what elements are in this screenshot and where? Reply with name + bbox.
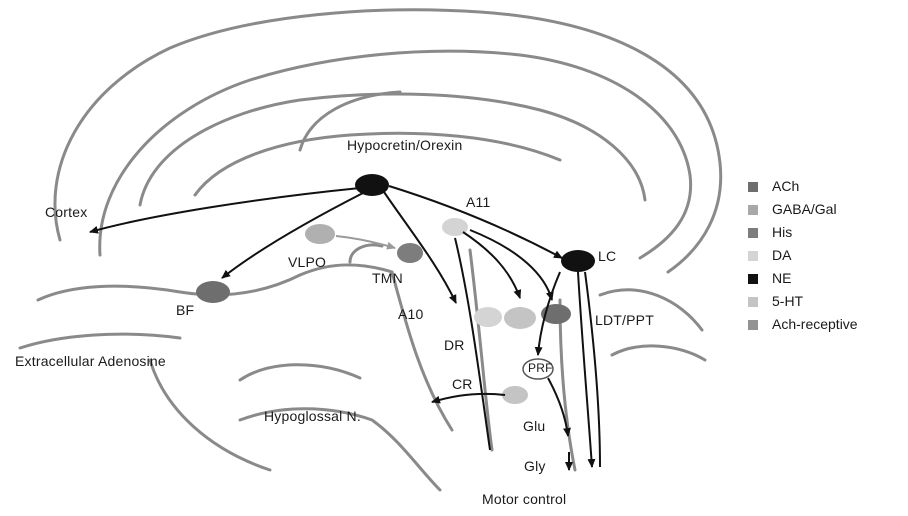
label-hypoglossal: Hypoglossal N.	[264, 408, 361, 424]
legend-swatch-ne	[748, 274, 758, 284]
tmn-nucleus	[397, 243, 423, 263]
label-dr: DR	[444, 337, 465, 353]
a10-nucleus	[474, 307, 502, 327]
label-cr: CR	[452, 376, 473, 392]
label-gly: Gly	[524, 458, 546, 474]
vlpo-nucleus	[305, 224, 335, 244]
label-hypocretin: Hypocretin/Orexin	[347, 137, 462, 153]
label-motor-control: Motor control	[482, 491, 566, 507]
arrow-to-cr	[432, 394, 505, 402]
dr-nucleus	[504, 307, 536, 329]
label-cortex: Cortex	[45, 204, 87, 220]
legend-swatch-5ht	[748, 297, 758, 307]
legend-swatch-his	[748, 228, 758, 238]
label-lc: LC	[598, 248, 616, 264]
label-glu: Glu	[523, 418, 545, 434]
arrow-lc-down-1	[578, 272, 592, 467]
lc-nucleus	[561, 250, 595, 272]
legend-swatch-ach	[748, 182, 758, 192]
legend-swatch-da	[748, 251, 758, 261]
label-bf: BF	[176, 302, 194, 318]
label-a10: A10	[398, 306, 424, 322]
legend-label: DA	[772, 247, 791, 263]
legend-swatch-gaba-gal	[748, 205, 758, 215]
legend-label: NE	[772, 270, 791, 286]
label-a11: A11	[466, 194, 490, 210]
label-tmn: TMN	[372, 270, 403, 286]
arrow-lc-down-2	[585, 272, 600, 467]
label-prf: PRF	[528, 361, 553, 375]
label-vlpo: VLPO	[288, 254, 326, 270]
legend-label: Ach-receptive	[772, 316, 858, 332]
label-ldt-ppt: LDT/PPT	[595, 312, 654, 328]
bf-nucleus	[196, 281, 230, 303]
cr-nucleus	[502, 386, 528, 404]
arrow-to-ldt	[470, 230, 552, 300]
legend-label: GABA/Gal	[772, 201, 837, 217]
legend-swatch-ach-receptive	[748, 320, 758, 330]
label-extracellular-adenosine: Extracellular Adenosine	[15, 353, 166, 369]
legend-label: His	[772, 224, 792, 240]
legend-label: 5-HT	[772, 293, 803, 309]
legend-label: ACh	[772, 178, 799, 194]
